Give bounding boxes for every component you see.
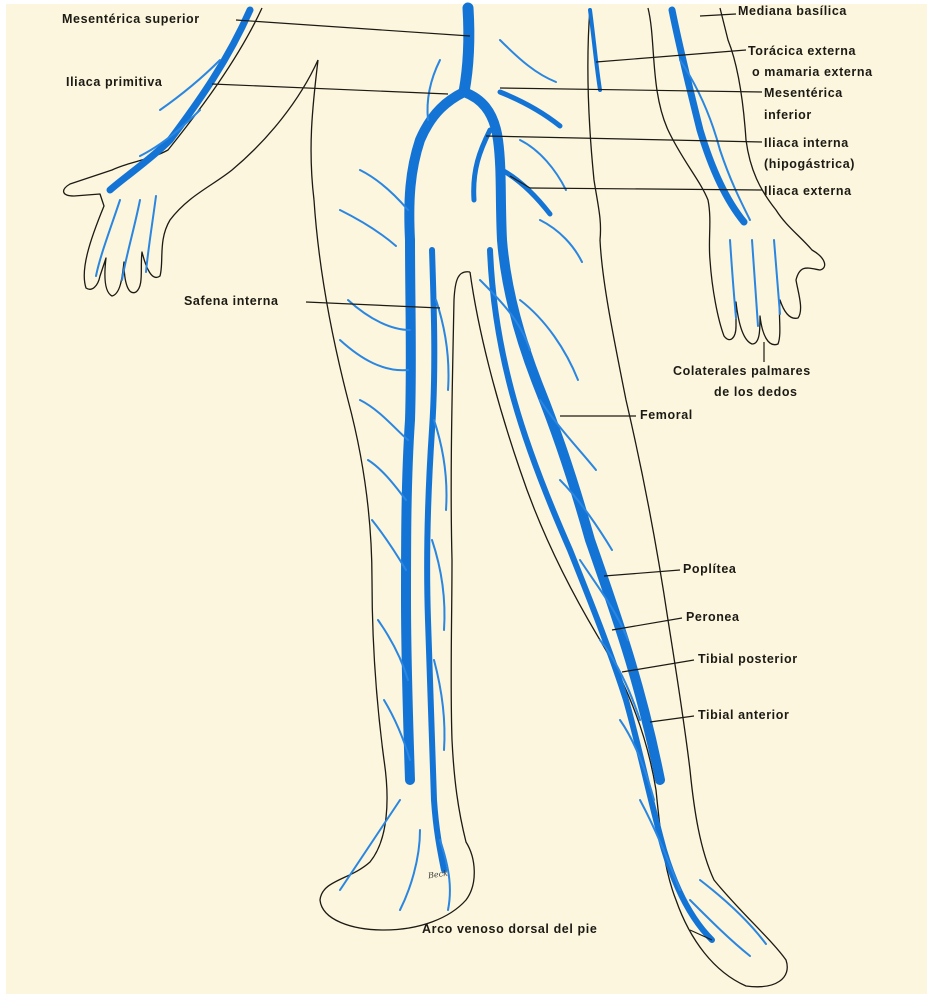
- label-toracica-externa-2: o mamaria externa: [752, 65, 873, 79]
- paper-background: [6, 4, 927, 994]
- label-iliaca-primitiva: Iliaca primitiva: [66, 75, 162, 89]
- label-poplitea: Poplítea: [683, 562, 736, 576]
- label-peronea: Peronea: [686, 610, 740, 624]
- label-iliaca-interna-2: (hipogástrica): [764, 157, 855, 171]
- label-safena-interna: Safena interna: [184, 294, 279, 308]
- label-colaterales-2: de los dedos: [714, 385, 798, 399]
- label-mesenterica-superior: Mesentérica superior: [62, 12, 200, 26]
- label-femoral: Femoral: [640, 408, 693, 422]
- label-tibial-posterior: Tibial posterior: [698, 652, 798, 666]
- label-toracica-externa-1: Torácica externa: [748, 44, 856, 58]
- label-iliaca-externa: Iliaca externa: [764, 184, 852, 198]
- vein-left-femoral: [406, 240, 411, 780]
- label-mesenterica-inferior-1: Mesentérica: [764, 86, 843, 100]
- vein-cava: [464, 8, 469, 92]
- label-colaterales-1: Colaterales palmares: [673, 364, 811, 378]
- label-mesenterica-inferior-2: inferior: [764, 108, 812, 122]
- label-tibial-anterior: Tibial anterior: [698, 708, 789, 722]
- label-iliaca-interna-1: Iliaca interna: [764, 136, 849, 150]
- label-mediana-basilica: Mediana basílica: [738, 4, 847, 18]
- label-arco-venoso: Arco venoso dorsal del pie: [422, 922, 597, 936]
